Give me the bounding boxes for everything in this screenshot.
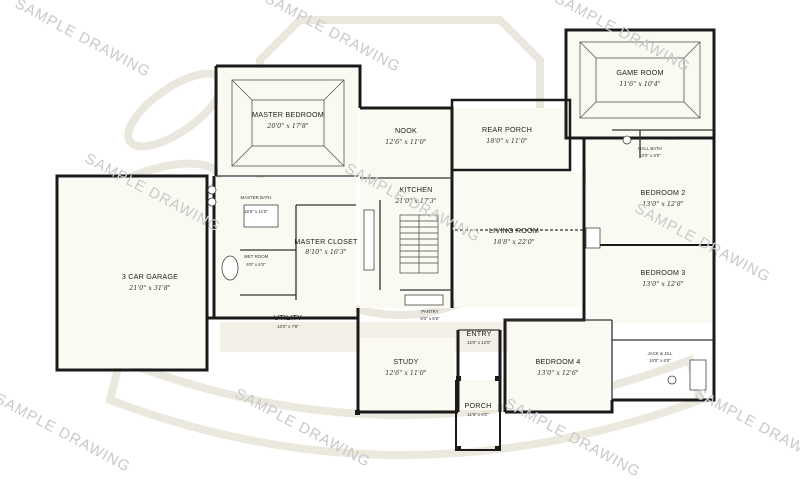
dims-garage: 21'0" x 31'8"	[128, 284, 171, 292]
label-hall-bath: HALL BATH	[638, 146, 661, 151]
dims-bedroom-4: 13'0" x 12'6"	[537, 369, 579, 377]
label-porch: PORCH	[465, 401, 492, 410]
room-fills	[59, 32, 713, 410]
label-bedroom-3: BEDROOM 3	[641, 268, 686, 277]
tray-ceilings	[231, 41, 701, 167]
dims-master-bath: 16'6" x 11'0"	[244, 209, 268, 214]
shower-icon	[243, 204, 279, 228]
label-bedroom-4: BEDROOM 4	[536, 357, 581, 366]
label-master-bedroom: MASTER BEDROOM	[252, 110, 324, 119]
label-rear-porch: REAR PORCH	[482, 125, 532, 134]
master-bedroom-walls	[216, 64, 362, 108]
dims-master-closet: 8'10" x 16'3"	[305, 248, 347, 256]
sink-icon	[207, 185, 217, 195]
dims-jack-jill: 10'0" x 6'0"	[649, 358, 671, 363]
bathtub-icon	[689, 359, 707, 391]
label-living-room: LIVING ROOM	[489, 226, 539, 235]
label-jack-jill: JACK & JILL	[648, 351, 673, 356]
dims-living-room: 18'8" x 22'0"	[493, 238, 535, 246]
label-pantry: PANTRY	[421, 309, 438, 314]
label-kitchen: KITCHEN	[400, 185, 433, 194]
dims-hall-bath: 10'0" x 6'0"	[639, 153, 661, 158]
dims-wet-room: 6'0" x 6'0"	[246, 262, 266, 267]
dims-bedroom-2: 13'0" x 12'8"	[642, 200, 684, 208]
dims-bedroom-3: 13'0" x 12'6"	[642, 280, 684, 288]
label-game-room: GAME ROOM	[616, 68, 663, 77]
toilet-icon	[622, 135, 632, 145]
partitions	[216, 129, 714, 400]
cabinet-icon	[363, 209, 375, 271]
label-garage: 3 CAR GARAGE	[122, 272, 178, 281]
island-icon	[404, 294, 444, 306]
dims-porch: 11'6" x 6'0"	[467, 412, 489, 417]
dims-entry: 12'0" x 12'0"	[467, 340, 492, 345]
fixtures	[207, 135, 707, 391]
label-master-bath: MASTER BATH	[241, 195, 272, 200]
dims-game-room: 11'6" x 10'4"	[619, 80, 661, 88]
dims-master-bedroom: 20'0" x 17'8"	[266, 122, 309, 130]
dims-kitchen: 21'0" x 17'3"	[394, 197, 437, 205]
dims-rear-porch: 18'0" x 11'0"	[486, 137, 528, 145]
room-labels: GAME ROOM 11'6" x 10'4" MASTER BEDROOM 2…	[122, 68, 686, 417]
garage-walls	[55, 174, 209, 372]
stairs	[399, 214, 439, 274]
label-master-closet: MASTER CLOSET	[294, 237, 358, 246]
dims-study: 12'6" x 11'0"	[385, 369, 427, 377]
walls	[55, 28, 716, 451]
label-nook: NOOK	[395, 126, 417, 135]
tub-icon	[221, 255, 239, 281]
fireplace-icon	[585, 227, 601, 249]
dims-pantry: 6'0" x 6'6"	[420, 316, 440, 321]
label-entry: ENTRY	[466, 329, 491, 338]
label-bedroom-2: BEDROOM 2	[641, 188, 686, 197]
label-wet-room: WET ROOM	[244, 254, 269, 259]
label-study: STUDY	[393, 357, 418, 366]
label-utility: UTILITY	[274, 313, 302, 322]
dims-utility: 10'0" x 7'8"	[277, 324, 299, 329]
dims-nook: 12'6" x 11'0"	[385, 138, 427, 146]
porch-columns	[355, 376, 500, 451]
